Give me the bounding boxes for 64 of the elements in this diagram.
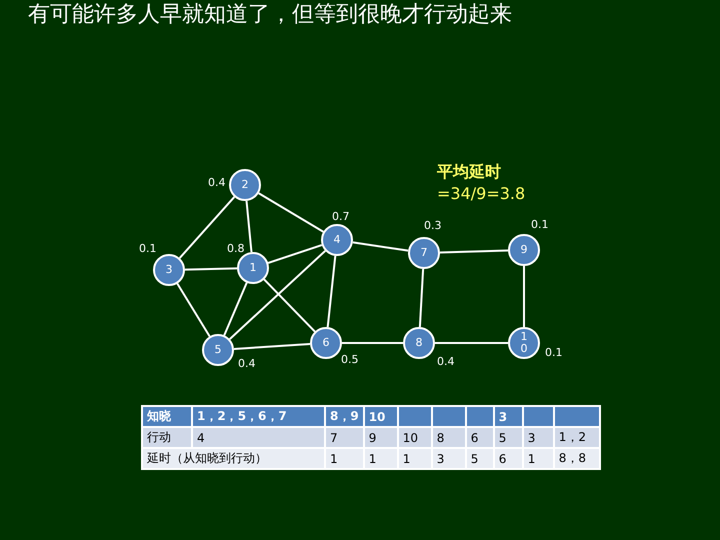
- table-cell: 1，2: [554, 428, 599, 447]
- note-text: 平均延时: [437, 162, 501, 183]
- table-cell: 3: [432, 449, 465, 468]
- header-cell: 10: [364, 407, 397, 426]
- value-label: 0.8: [227, 242, 244, 255]
- table-cell: 6: [494, 449, 522, 468]
- node-circle: 3: [153, 254, 185, 286]
- title: 有可能许多人早就知道了，但等到很晚才行动起来: [27, 1, 513, 29]
- edge-line: [246, 200, 252, 252]
- note-text: =34/9=3.8: [437, 184, 526, 203]
- table-cell: 3: [524, 428, 553, 447]
- table-cell: 1: [326, 449, 363, 468]
- edge-line: [440, 249, 508, 254]
- edge-line: [342, 342, 403, 344]
- edge-line: [223, 282, 248, 336]
- header-cell: 8，9: [326, 407, 363, 426]
- value-label: 0.4: [238, 357, 256, 370]
- header-cell: 3: [494, 407, 522, 426]
- node-circle: 10: [508, 327, 540, 359]
- node-circle: 5: [202, 334, 234, 366]
- table-cell: 延时（从知晓到行动）: [143, 449, 324, 468]
- table-cell: 1: [524, 449, 553, 468]
- table-cell: 1: [398, 449, 431, 468]
- edge-line: [268, 244, 322, 264]
- table-cell: 行动: [143, 428, 191, 447]
- edge-line: [326, 256, 336, 328]
- value-label: 0.7: [332, 210, 350, 223]
- node-circle: 1: [237, 252, 269, 284]
- header-cell: 知晓: [143, 407, 191, 426]
- edge-line: [178, 196, 236, 259]
- edge-line: [418, 268, 424, 328]
- table-cell: 7: [326, 428, 363, 447]
- node-circle: 8: [403, 327, 435, 359]
- table-cell: 8，8: [554, 449, 599, 468]
- value-label: 0.4: [437, 355, 454, 368]
- table-cell: 8: [432, 428, 465, 447]
- node-circle: 2: [229, 169, 261, 201]
- edge-line: [229, 250, 326, 340]
- node-circle: 6: [310, 327, 342, 359]
- table-cell: 9: [364, 428, 397, 447]
- table-cell: 5: [494, 428, 522, 447]
- table-cell: 4: [193, 428, 324, 447]
- table-cell: 6: [466, 428, 493, 447]
- edge-line: [352, 241, 408, 252]
- value-label: 0.4: [208, 176, 226, 189]
- value-label: 0.5: [341, 353, 358, 366]
- table-cell: 10: [398, 428, 431, 447]
- edge-line: [263, 278, 316, 332]
- value-label: 0.1: [139, 242, 156, 255]
- value-label: 0.1: [545, 346, 562, 359]
- edge-line: [523, 266, 525, 327]
- edge-line: [176, 283, 210, 337]
- node-circle: 4: [321, 224, 353, 256]
- header-cell: 1，2，5，6，7: [193, 407, 324, 426]
- table-cell: 1: [364, 449, 397, 468]
- edge-line: [258, 192, 324, 233]
- value-label: 0.3: [424, 219, 442, 232]
- value-label: 0.1: [531, 218, 548, 231]
- edge-line: [234, 343, 310, 350]
- edge-line: [435, 342, 508, 344]
- edge-line: [184, 267, 238, 271]
- node-circle: 7: [408, 237, 440, 269]
- node-circle: 9: [508, 234, 540, 266]
- table-cell: 5: [466, 449, 493, 468]
